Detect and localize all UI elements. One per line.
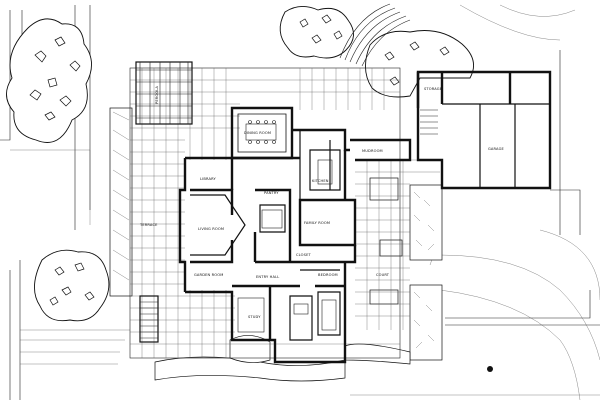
tree-bottom-left (34, 249, 110, 322)
label-study: STUDY (248, 315, 261, 319)
label-bedroom: BEDROOM (318, 273, 338, 277)
stair-bottom-left (139, 295, 159, 343)
paving-grid (129, 67, 440, 359)
house-walls (178, 70, 552, 364)
room-labels: STORAGE GARAGE DINING ROOM LIBRARY PANTR… (139, 85, 505, 319)
furniture (237, 120, 337, 333)
label-entry-hall: ENTRY HALL (256, 275, 279, 279)
label-garden-room: GARDEN ROOM (194, 273, 224, 277)
label-pantry: PANTRY (264, 191, 279, 195)
tree-top-center (279, 6, 354, 59)
label-kitchen: KITCHEN (312, 179, 329, 183)
label-living: LIVING ROOM (198, 227, 224, 231)
label-storage: STORAGE (424, 87, 443, 91)
label-court: COURT (376, 273, 390, 277)
label-mudroom: MUDROOM (362, 149, 383, 153)
tree-top-left (6, 18, 92, 143)
north-dot (487, 366, 493, 372)
label-pergola: PERGOLA (155, 85, 159, 104)
tree-top-right (365, 30, 475, 98)
pergola (135, 61, 193, 125)
label-library: LIBRARY (200, 177, 217, 181)
label-closet: CLOSET (296, 253, 312, 257)
curved-steps (339, 3, 411, 67)
label-terrace: TERRACE (139, 223, 158, 227)
label-dining: DINING ROOM (244, 131, 271, 135)
label-family: FAMILY ROOM (304, 221, 330, 225)
label-garage: GARAGE (488, 147, 505, 151)
